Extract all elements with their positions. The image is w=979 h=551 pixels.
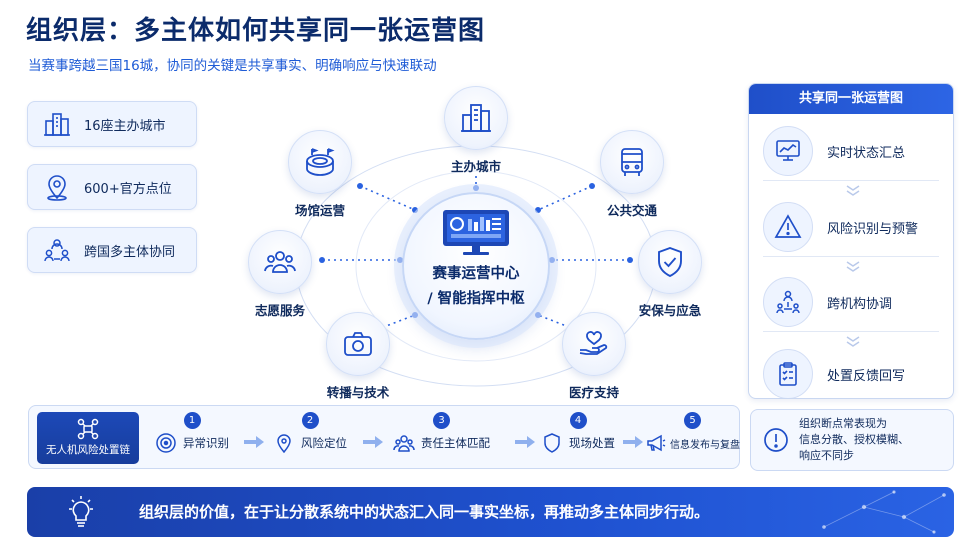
node-label: 公共交通: [606, 203, 657, 218]
step-label: 信息发布与复盘: [670, 439, 740, 451]
info-alert-icon: [764, 428, 788, 452]
page-title: 组织层：多主体如何共享同一张运营图: [26, 16, 486, 46]
step-label: 现场处置: [569, 436, 615, 450]
chevron-down-icon: [846, 185, 860, 196]
ops-center: 赛事运营中心 / 智能指挥中枢: [402, 192, 550, 340]
shared-map-panel: 共享同一张运营图 实时状态汇总 风险识别与预警 跨机构协调 处置反馈回写: [748, 83, 954, 399]
drone-chain-label: 无人机风险处置链: [46, 444, 130, 456]
stat-label: 16座主办城市: [84, 118, 166, 134]
city-buildings-icon: [461, 104, 491, 132]
drone-chain-tag: 无人机风险处置链: [37, 412, 139, 464]
banner-text: 组织层的价值，在于让分散系统中的状态汇入同一事实坐标，再推动多主体同步行动。: [139, 503, 710, 521]
node-host-cities: 主办城市: [436, 86, 516, 175]
node-label: 志愿服务: [254, 303, 305, 318]
panel-title: 共享同一张运营图: [749, 84, 953, 114]
camera-icon: [344, 332, 372, 356]
location-pin-icon: [47, 175, 67, 201]
city-buildings-icon: [44, 113, 70, 136]
arrow-right-icon: [515, 436, 535, 448]
ops-center-line2: / 智能指挥中枢: [427, 291, 525, 307]
arrow-right-icon: [623, 436, 643, 448]
drone-risk-chain: 无人机风险处置链 1 异常识别 2 风险定位 3 责任主体匹配 4 现场处置 5…: [28, 405, 740, 469]
team-icon: [393, 435, 415, 452]
stat-label: 600+官方点位: [84, 181, 172, 197]
step-4: 4 现场处置: [541, 412, 615, 454]
node-public-transit: 公共交通: [592, 130, 672, 219]
value-banner: 组织层的价值，在于让分散系统中的状态汇入同一事实坐标，再推动多主体同步行动。: [27, 487, 954, 537]
megaphone-icon: [647, 434, 666, 452]
step-3: 3 责任主体匹配: [393, 412, 490, 454]
step-5: 5 信息发布与复盘: [645, 412, 740, 454]
node-label: 安保与应急: [638, 303, 702, 318]
node-label: 转播与技术: [326, 385, 390, 400]
network-decoration: [822, 490, 946, 534]
step-number: 2: [301, 412, 319, 429]
panel-item-risk: 风险识别与预警: [763, 202, 918, 252]
radar-icon: [156, 433, 176, 453]
hand-heart-icon: [579, 331, 608, 355]
node-volunteers: 志愿服务: [240, 230, 320, 319]
step-number: 4: [569, 412, 587, 429]
page-subtitle: 当赛事跨越三国16城，协同的关键是共享事实、明确响应与快速联动: [28, 58, 437, 74]
step-number: 1: [183, 412, 201, 429]
node-label: 场馆运营: [294, 203, 345, 218]
step-label: 异常识别: [183, 436, 229, 450]
lightbulb-icon: [69, 496, 93, 527]
node-security: 安保与应急: [630, 230, 710, 319]
ops-center-line1: 赛事运营中心: [432, 266, 520, 282]
hub-diagram: 赛事运营中心 / 智能指挥中枢 主办城市 场馆运营 公共交通 志愿服务 安保与应…: [230, 80, 730, 400]
panel-item-status: 实时状态汇总: [763, 126, 905, 176]
volunteers-icon: [264, 251, 296, 273]
chevron-down-icon: [846, 336, 860, 347]
step-1: 1 异常识别: [155, 412, 229, 454]
note-line3: 响应不同步: [799, 449, 854, 462]
warning-triangle-icon: [774, 214, 802, 238]
step-2: 2 风险定位: [273, 412, 347, 454]
arrow-right-icon: [363, 436, 383, 448]
panel-item-label: 实时状态汇总: [827, 145, 906, 161]
people-network-icon: [44, 239, 70, 262]
stat-multi-party: 跨国多主体协同: [27, 227, 197, 273]
node-label: 医疗支持: [568, 385, 619, 400]
stadium-icon: [306, 148, 335, 176]
stat-official-sites: 600+官方点位: [27, 164, 197, 210]
location-pin-icon: [277, 434, 291, 454]
panel-item-label: 风险识别与预警: [827, 221, 919, 237]
node-label: 主办城市: [450, 159, 501, 174]
node-medical: 医疗支持: [554, 312, 634, 401]
panel-item-label: 处置反馈回写: [827, 368, 906, 384]
drone-icon: [77, 418, 99, 440]
bus-icon: [621, 148, 643, 176]
step-label: 责任主体匹配: [421, 436, 490, 450]
step-label: 风险定位: [301, 436, 347, 450]
panel-item-coordination: 跨机构协调: [763, 277, 892, 327]
dashboard-monitor-icon: [443, 210, 509, 255]
node-broadcast-tech: 转播与技术: [318, 312, 398, 401]
step-number: 3: [433, 412, 450, 429]
org-coordination-icon: [776, 290, 800, 314]
stat-label: 跨国多主体协同: [84, 244, 176, 260]
stat-host-cities: 16座主办城市: [27, 101, 197, 147]
chevron-down-icon: [846, 261, 860, 272]
note-line1: 组织断点常表现为: [799, 417, 887, 430]
step-number: 5: [684, 412, 701, 429]
arrow-right-icon: [244, 436, 264, 448]
shield-icon: [544, 433, 560, 453]
clipboard-check-icon: [779, 362, 797, 386]
node-venue-ops: 场馆运营: [280, 130, 360, 219]
breakpoint-note: 组织断点常表现为 信息分散、授权模糊、 响应不同步: [750, 409, 954, 471]
panel-item-feedback: 处置反馈回写: [763, 349, 906, 398]
monitor-chart-icon: [776, 140, 800, 161]
shield-check-icon: [658, 246, 682, 278]
note-line2: 信息分散、授权模糊、: [799, 433, 909, 446]
panel-item-label: 跨机构协调: [827, 296, 893, 312]
